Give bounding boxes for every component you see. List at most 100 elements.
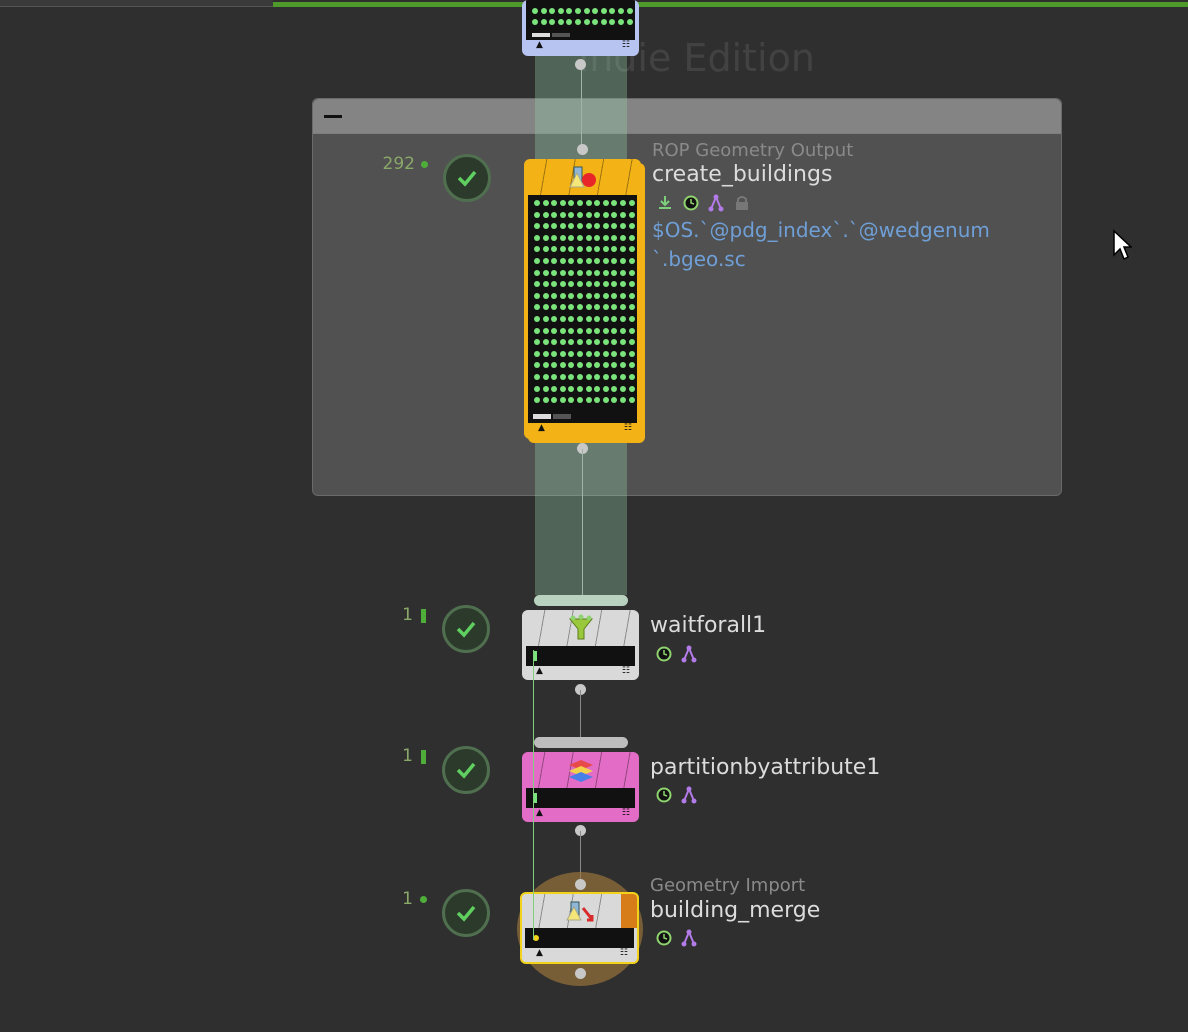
work-item-dot[interactable] bbox=[559, 246, 566, 253]
output-flag-icon[interactable] bbox=[656, 194, 674, 212]
work-item-dot[interactable] bbox=[559, 339, 566, 346]
work-item-dot[interactable] bbox=[551, 200, 558, 206]
work-item-dot[interactable] bbox=[594, 258, 601, 264]
work-item-dot[interactable] bbox=[534, 304, 540, 311]
work-item-dot[interactable] bbox=[568, 374, 575, 380]
work-item-dot[interactable] bbox=[551, 350, 558, 357]
work-item-dot[interactable] bbox=[577, 350, 583, 357]
work-item-dot[interactable] bbox=[585, 292, 592, 299]
work-item-dot[interactable] bbox=[628, 200, 635, 206]
work-item-dot[interactable] bbox=[557, 19, 564, 25]
work-item-dot[interactable] bbox=[559, 200, 566, 206]
work-item-dot[interactable] bbox=[620, 374, 626, 380]
work-item-dot[interactable] bbox=[542, 374, 549, 380]
work-item-dot[interactable] bbox=[611, 339, 618, 346]
work-item-dot[interactable] bbox=[534, 234, 540, 241]
work-item-dot[interactable] bbox=[602, 234, 609, 241]
work-item-dot[interactable] bbox=[585, 316, 592, 322]
node-waitforall1[interactable]: ▲☷ bbox=[522, 610, 639, 680]
work-item-dot[interactable] bbox=[611, 211, 618, 218]
work-item-dot[interactable] bbox=[542, 211, 549, 218]
work-item-dot[interactable] bbox=[585, 211, 592, 218]
work-item-dot[interactable] bbox=[559, 234, 566, 241]
work-item-dot[interactable] bbox=[585, 269, 592, 276]
work-item-dot[interactable] bbox=[559, 385, 566, 392]
work-item-dot[interactable] bbox=[611, 246, 618, 253]
bypass-flag[interactable] bbox=[621, 894, 637, 928]
work-item-dot[interactable] bbox=[620, 223, 626, 230]
collapse-button[interactable] bbox=[317, 103, 349, 129]
work-item-dot[interactable] bbox=[568, 362, 575, 369]
work-item-dot[interactable] bbox=[620, 304, 626, 311]
work-item-dot[interactable] bbox=[583, 8, 590, 14]
work-item-dot[interactable] bbox=[559, 258, 566, 264]
work-item-dot[interactable] bbox=[566, 19, 573, 25]
work-item-dot[interactable] bbox=[542, 397, 549, 404]
work-item-dot[interactable] bbox=[559, 292, 566, 299]
work-item-dot[interactable] bbox=[568, 397, 575, 404]
work-item-dot[interactable] bbox=[620, 281, 626, 288]
work-item-dot[interactable] bbox=[534, 350, 540, 357]
work-item-dot[interactable] bbox=[568, 246, 575, 253]
work-item-dot[interactable] bbox=[620, 258, 626, 264]
work-item-dot[interactable] bbox=[551, 385, 558, 392]
work-item-dot[interactable] bbox=[611, 316, 618, 322]
work-item-dot[interactable] bbox=[585, 258, 592, 264]
work-item-dot[interactable] bbox=[611, 269, 618, 276]
work-item-dot[interactable] bbox=[542, 281, 549, 288]
work-item-dot[interactable] bbox=[551, 292, 558, 299]
work-item-dot[interactable] bbox=[594, 350, 601, 357]
work-item-dot[interactable] bbox=[568, 200, 575, 206]
work-item-dot[interactable] bbox=[583, 19, 590, 25]
work-item-dot[interactable] bbox=[628, 246, 635, 253]
work-item-dot[interactable] bbox=[585, 304, 592, 311]
work-item-dot[interactable] bbox=[611, 281, 618, 288]
work-item-dot[interactable] bbox=[585, 374, 592, 380]
work-item-dot[interactable] bbox=[577, 281, 583, 288]
work-item-dot[interactable] bbox=[594, 281, 601, 288]
work-item-dot[interactable] bbox=[628, 339, 635, 346]
work-item-dot[interactable] bbox=[540, 8, 547, 14]
work-item-dot[interactable] bbox=[620, 327, 626, 334]
work-item-dot[interactable] bbox=[577, 385, 583, 392]
work-item-dot[interactable] bbox=[534, 292, 540, 299]
work-item-dot[interactable] bbox=[620, 385, 626, 392]
dependency-icon[interactable] bbox=[680, 786, 698, 804]
work-item-dot[interactable] bbox=[585, 339, 592, 346]
work-item-dot[interactable] bbox=[542, 200, 549, 206]
work-item-dot[interactable] bbox=[611, 258, 618, 264]
output-connector[interactable] bbox=[575, 59, 586, 70]
work-item-dot[interactable] bbox=[551, 316, 558, 322]
work-item-dot[interactable] bbox=[602, 200, 609, 206]
work-item-dot[interactable] bbox=[602, 316, 609, 322]
work-item-dot[interactable] bbox=[600, 8, 607, 14]
work-item-dot[interactable] bbox=[611, 292, 618, 299]
work-item-dot[interactable] bbox=[594, 397, 601, 404]
work-item-dot[interactable] bbox=[568, 281, 575, 288]
work-item-dot[interactable] bbox=[568, 304, 575, 311]
dependency-icon[interactable] bbox=[680, 645, 698, 663]
dependency-icon[interactable] bbox=[707, 194, 725, 212]
work-item-dot[interactable] bbox=[594, 385, 601, 392]
work-item-dot[interactable] bbox=[628, 350, 635, 357]
work-item-dot[interactable] bbox=[628, 397, 635, 404]
node-name-label[interactable]: waitforall1 bbox=[650, 613, 767, 638]
work-item-dot[interactable] bbox=[620, 362, 626, 369]
node-name-label[interactable]: building_merge bbox=[650, 898, 821, 923]
work-item-dot[interactable] bbox=[542, 385, 549, 392]
work-item-dot[interactable] bbox=[559, 327, 566, 334]
work-item-dot[interactable] bbox=[611, 327, 618, 334]
work-item-dot[interactable] bbox=[575, 8, 581, 14]
work-item-dot[interactable] bbox=[602, 292, 609, 299]
work-item-dot[interactable] bbox=[542, 362, 549, 369]
node-name-label[interactable]: partitionbyattribute1 bbox=[650, 755, 881, 780]
work-item-dot[interactable] bbox=[594, 327, 601, 334]
work-item-dot[interactable] bbox=[577, 269, 583, 276]
work-item-dot[interactable] bbox=[559, 397, 566, 404]
work-item-dot[interactable] bbox=[534, 339, 540, 346]
work-item-dot[interactable] bbox=[551, 327, 558, 334]
work-item-dot[interactable] bbox=[628, 374, 635, 380]
work-item-dot[interactable] bbox=[594, 269, 601, 276]
work-item-dot[interactable] bbox=[611, 223, 618, 230]
work-item-dot[interactable] bbox=[534, 385, 540, 392]
